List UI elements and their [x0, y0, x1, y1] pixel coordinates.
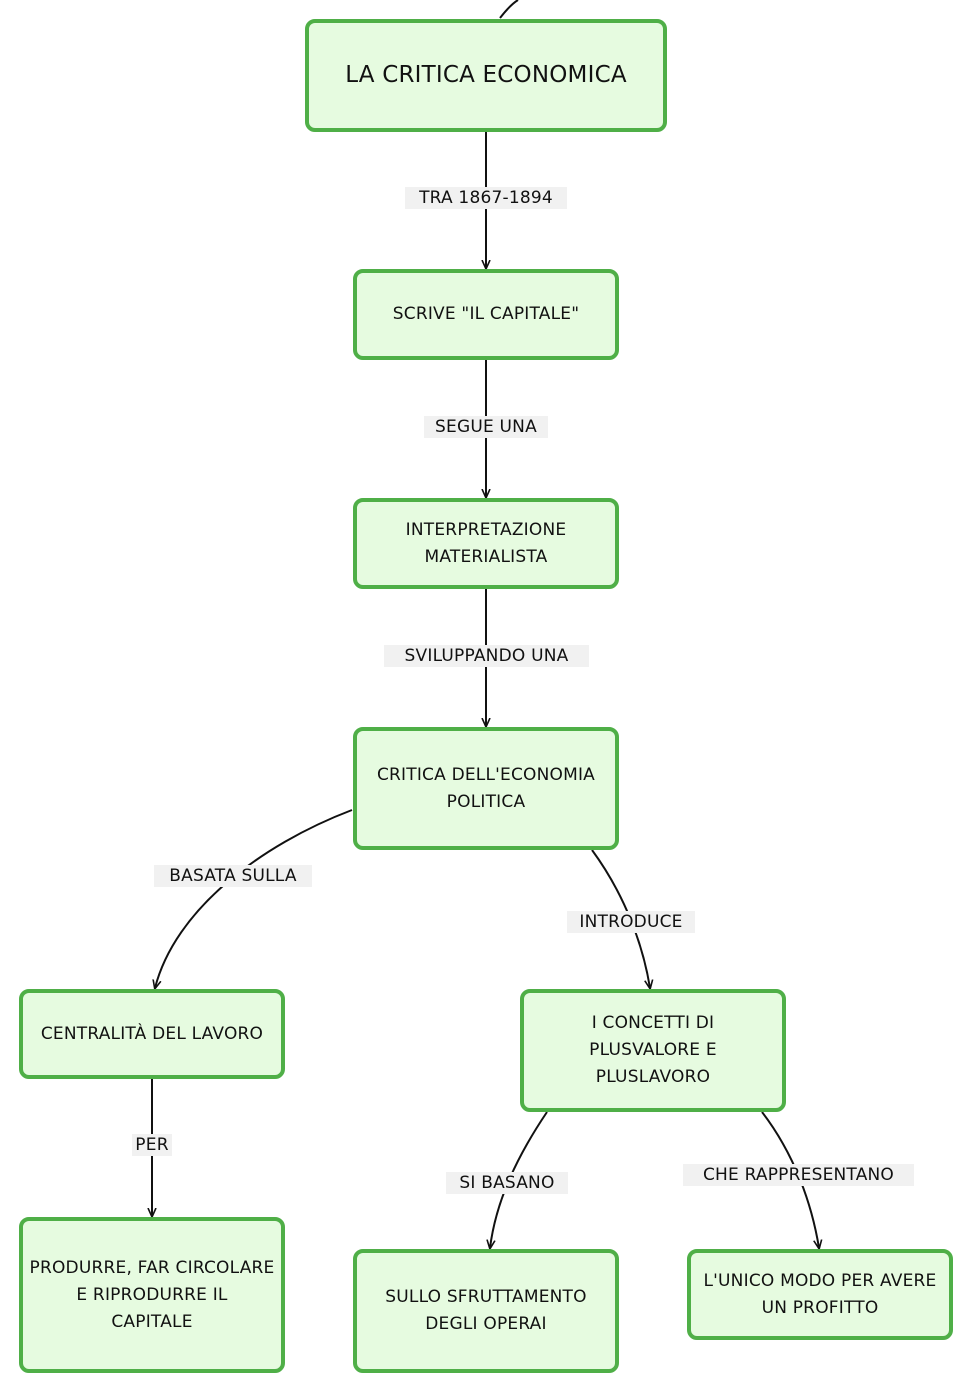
node-produrre-capitale[interactable]: PRODURRE, FAR CIRCOLARE E RIPRODURRE IL … — [19, 1217, 285, 1373]
node-concetti-plusvalore-pluslavoro[interactable]: I CONCETTI DI PLUSVALORE E PLUSLAVORO — [520, 989, 786, 1112]
connector-politica-centralita — [155, 809, 353, 988]
edge-label-basata: BASATA SULLA — [154, 865, 312, 887]
edge-label-segue: SEGUE UNA — [424, 416, 548, 438]
edge-label-rappresentano: CHE RAPPRESENTANO — [683, 1164, 914, 1186]
incoming-connector — [499, 0, 519, 19]
node-unico-modo-profitto[interactable]: L'UNICO MODO PER AVERE UN PROFITTO — [687, 1249, 953, 1340]
node-scrive-il-capitale[interactable]: SCRIVE "IL CAPITALE" — [353, 269, 619, 360]
node-critica-economia-politica[interactable]: CRITICA DELL'ECONOMIA POLITICA — [353, 727, 619, 850]
node-centralita-del-lavoro[interactable]: CENTRALITÀ DEL LAVORO — [19, 989, 285, 1079]
edge-label-introduce: INTRODUCE — [567, 911, 695, 933]
node-interpretazione-materialista[interactable]: INTERPRETAZIONE MATERIALISTA — [353, 498, 619, 589]
edge-label-si-basano: SI BASANO — [446, 1172, 568, 1194]
node-sfruttamento-operai[interactable]: SULLO SFRUTTAMENTO DEGLI OPERAI — [353, 1249, 619, 1373]
edge-label-sviluppando: SVILUPPANDO UNA — [384, 645, 589, 667]
edge-label-tra: TRA 1867-1894 — [405, 187, 567, 209]
edge-label-per: PER — [132, 1134, 172, 1156]
node-la-critica-economica[interactable]: LA CRITICA ECONOMICA — [305, 19, 667, 132]
